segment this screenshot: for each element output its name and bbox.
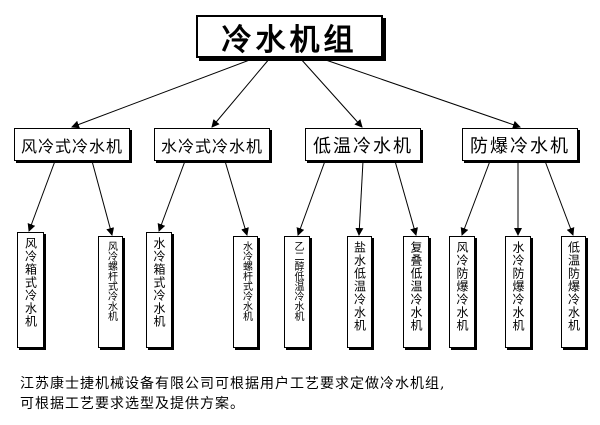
arrow-cat1-to-leaf2: [91, 160, 115, 236]
root-node: 冷水机组: [196, 15, 383, 58]
category-explosion-proof: 防爆冷水机: [462, 128, 578, 161]
leaf-label: 盐水低温冷水机: [352, 241, 367, 332]
root-node-label: 冷水机组: [221, 22, 358, 58]
leaf-low-temp-explosion-proof: 低温防爆冷水机: [561, 236, 586, 348]
category-label: 水冷式冷水机: [160, 136, 263, 156]
caption: 江苏康士捷机械设备有限公司可根据用户工艺要求定做冷水机组, 可根据工艺要求选型及…: [20, 374, 590, 414]
caption-line-2: 可根据工艺要求选型及提供方案。: [20, 396, 245, 412]
arrow-cat1-to-leaf1: [27, 160, 56, 232]
category-low-temperature: 低温冷水机: [305, 128, 421, 161]
leaf-label: 水冷螺杆式冷水机: [240, 241, 252, 321]
leaf-label: 复叠低温冷水机: [409, 241, 423, 332]
arrow-cat3-to-leaf6: [355, 160, 364, 236]
leaf-air-cooled-box: 风冷箱式冷水机: [17, 232, 44, 348]
category-label: 防爆冷水机: [470, 135, 570, 157]
category-label: 低温冷水机: [313, 135, 413, 157]
leaf-water-cooled-box: 水冷箱式冷水机: [146, 232, 172, 348]
leaf-label: 风冷箱式冷水机: [23, 237, 38, 328]
arrow-root-to-cat4: [319, 57, 521, 129]
arrow-cat2-to-leaf4: [224, 160, 249, 236]
leaf-glycol-low-temp: 乙二醇低温冷水机: [284, 236, 310, 348]
arrow-cat2-to-leaf3: [157, 160, 186, 232]
leaf-water-cooled-explosion-proof: 水冷防爆冷水机: [505, 236, 531, 348]
leaf-water-cooled-screw: 水冷螺杆式冷水机: [233, 236, 258, 348]
leaf-brine-low-temp: 盐水低温冷水机: [347, 236, 372, 348]
leaf-label: 水冷箱式冷水机: [152, 237, 166, 328]
leaf-cascade-low-temp: 复叠低温冷水机: [403, 236, 429, 348]
category-air-cooled: 风冷式冷水机: [14, 128, 130, 161]
leaf-label: 低温防爆冷水机: [566, 241, 581, 332]
arrow-root-to-cat2: [211, 57, 271, 128]
leaf-air-cooled-screw: 风冷螺杆式冷水机: [98, 236, 123, 348]
leaf-label: 水冷防爆冷水机: [511, 241, 525, 332]
leaf-label: 乙二醇低温冷水机: [292, 241, 303, 321]
caption-line-1: 江苏康士捷机械设备有限公司可根据用户工艺要求定做冷水机组,: [20, 376, 446, 392]
leaf-label: 风冷防爆冷水机: [455, 241, 469, 332]
leaf-air-cooled-explosion-proof: 风冷防爆冷水机: [449, 236, 475, 348]
leaf-label: 风冷螺杆式冷水机: [105, 241, 117, 321]
arrow-cat3-to-leaf7: [394, 160, 418, 236]
category-water-cooled: 水冷式冷水机: [154, 128, 270, 161]
arrow-cat4-to-leaf8: [460, 160, 491, 236]
arrow-cat4-to-leaf10: [544, 160, 575, 236]
arrow-root-to-cat1: [71, 57, 256, 129]
category-label: 风冷式冷水机: [20, 136, 123, 156]
arrow-cat3-to-leaf5: [296, 160, 326, 236]
arrow-root-to-cat3: [299, 57, 363, 128]
